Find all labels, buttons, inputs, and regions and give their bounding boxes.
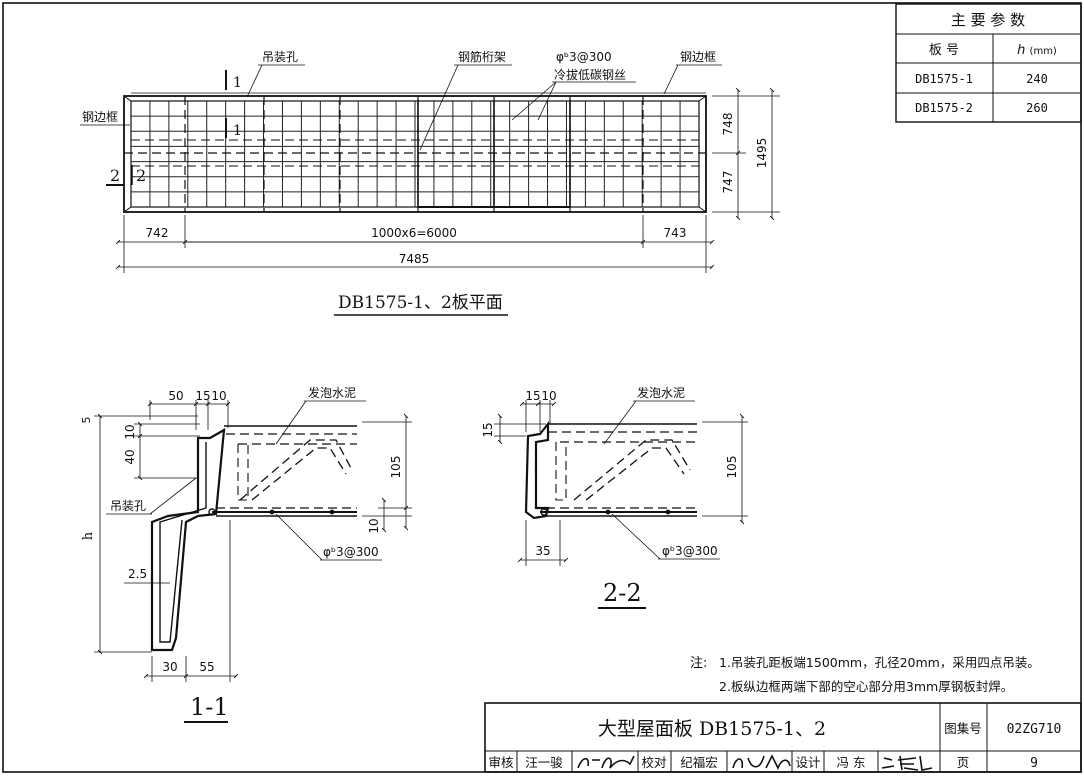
page-number: 9	[1030, 756, 1038, 771]
plan-dim-total: 7485	[399, 252, 430, 266]
section-mark-1-inner: 1	[233, 123, 242, 139]
title-block: 大型屋面板 DB1575-1、2 图集号 02ZG710 审核 汪一骏 校对 纪…	[484, 702, 1082, 773]
section-1-dim-105: 105	[389, 456, 403, 479]
params-table-title: 主 要 参 数	[951, 11, 1025, 29]
section-1-foam-label: 发泡水泥	[308, 385, 356, 400]
params-row-1-board: DB1575-1	[915, 72, 973, 86]
plan-label-rebar-material: 冷拔低碳钢丝	[554, 67, 626, 82]
plan-dim-middle: 1000x6=6000	[371, 226, 457, 240]
params-row-2-board: DB1575-2	[915, 101, 973, 115]
section-mark-1-top: 1	[233, 75, 242, 91]
notes-line-2: 2.板纵边框两端下部的空心部分用3mm厚钢板封焊。	[719, 679, 1013, 694]
reviewer-name: 汪一骏	[525, 755, 563, 770]
params-row-1-h: 240	[1026, 72, 1048, 86]
plan-label-truss: 钢筋桁架	[458, 49, 506, 64]
section-1-rebar-label: φᵇ3@300	[323, 545, 379, 559]
checker-signature	[732, 754, 791, 770]
notes-line-1: 1.吊装孔距板端1500mm，孔径20mm，采用四点吊装。	[719, 655, 1040, 670]
atlas-label: 图集号	[944, 721, 982, 736]
section-1-title: 1-1	[190, 693, 229, 721]
section-1-dim-30: 30	[162, 660, 177, 674]
atlas-number: 02ZG710	[1007, 722, 1062, 737]
plan-dim-upper: 748	[721, 113, 735, 136]
section-2-title: 2-2	[603, 579, 642, 607]
section-2-dim-15: 15	[525, 389, 540, 403]
drawing-title: 大型屋面板 DB1575-1、2	[598, 718, 826, 740]
section-1-hole-label: 吊装孔	[110, 499, 146, 513]
section-1-dim-2-5: 2.5	[128, 567, 147, 581]
section-2-2: 发泡水泥 φᵇ3@300 15 10 15 105 35 2-2	[481, 385, 748, 609]
section-1-dim-15: 15	[195, 389, 210, 403]
section-1-dim-5: 5	[80, 417, 93, 424]
section-2-dim-10: 10	[541, 389, 556, 403]
section-mark-2-inner: 2	[136, 166, 146, 185]
plan-view: 吊装孔 钢筋桁架 φᵇ3@300 冷拔低碳钢丝 钢边框 钢边框 1 1 2 2 …	[80, 49, 780, 316]
plan-label-edge-frame-left: 钢边框	[82, 110, 118, 124]
section-2-dim-105: 105	[725, 456, 739, 479]
section-2-dim-35: 35	[535, 544, 550, 558]
page-label: 页	[957, 755, 970, 770]
section-mark-2-left: 2	[110, 166, 120, 185]
section-1-dim-v10: 10	[123, 424, 137, 439]
section-1-dim-h: h	[81, 531, 96, 540]
plan-dim-lower: 747	[721, 171, 735, 194]
section-1-dim-v10b: 10	[367, 518, 381, 533]
plan-outer-frame	[123, 95, 707, 213]
notes-lead: 注:	[690, 656, 707, 671]
plan-dim-right: 743	[664, 226, 687, 240]
section-2-dim-v15: 15	[481, 422, 495, 437]
section-2-rebar-label: φᵇ3@300	[662, 544, 718, 558]
params-col-board: 板 号	[929, 43, 959, 58]
section-2-edge-profile	[524, 420, 550, 520]
design-label: 设计	[795, 755, 820, 770]
section-1-dim-50: 50	[168, 389, 183, 403]
plan-label-rebar-spec: φᵇ3@300	[556, 50, 612, 64]
reviewer-signature	[577, 755, 635, 769]
section-1-edge-profile	[150, 427, 226, 652]
plan-dim-width: 1495	[755, 138, 769, 169]
rebar-mesh	[131, 101, 699, 207]
check-label: 校对	[641, 755, 666, 770]
section-1-1: 发泡水泥 吊装孔 φᵇ3@300 50 15 10 5 10 40 h 2.5	[80, 385, 412, 723]
params-row-2-h: 260	[1026, 101, 1048, 115]
review-label: 审核	[488, 755, 514, 770]
section-1-dim-55: 55	[199, 660, 214, 674]
notes: 注: 1.吊装孔距板端1500mm，孔径20mm，采用四点吊装。 2.板纵边框两…	[690, 655, 1040, 694]
section-2-foam-label: 发泡水泥	[637, 385, 685, 400]
designer-signature	[881, 755, 933, 771]
section-1-dim-40: 40	[123, 449, 137, 464]
checker-name: 纪福宏	[680, 755, 718, 770]
params-col-h: h (mm)	[1017, 43, 1057, 58]
plan-label-lifting-hole: 吊装孔	[262, 50, 298, 64]
params-table: 主 要 参 数 板 号 h (mm) DB1575-1 240 DB1575-2…	[895, 3, 1082, 123]
plan-label-edge-frame-right: 钢边框	[680, 50, 716, 64]
plan-dim-left: 742	[146, 226, 169, 240]
designer-name: 冯 东	[837, 755, 866, 770]
section-1-dim-10: 10	[211, 389, 226, 403]
truss-lines	[184, 96, 644, 212]
plan-caption: DB1575-1、2板平面	[338, 293, 503, 313]
